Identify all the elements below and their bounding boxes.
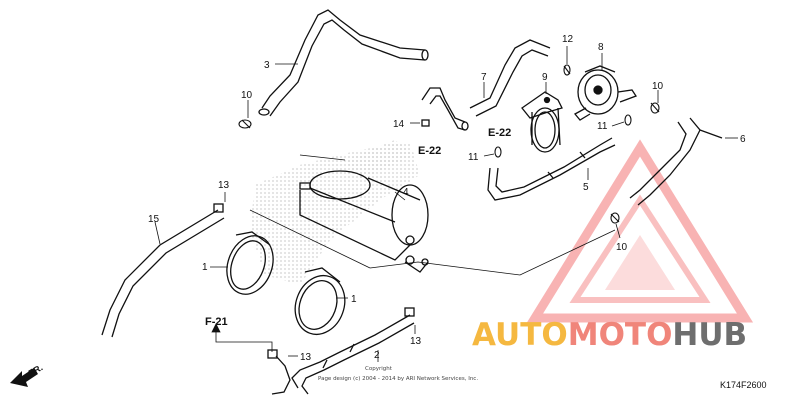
callout-hose-3: 3 <box>264 60 270 71</box>
band-1-right <box>294 267 346 336</box>
front-arrow-label: FR. <box>27 362 45 378</box>
ref-e22-left[interactable]: E-22 <box>418 145 441 157</box>
callout-clip-13-mid: 13 <box>410 336 422 347</box>
callout-band-1-left: 1 <box>202 262 208 273</box>
band-1-left <box>226 231 274 295</box>
callout-clip-10-right: 10 <box>616 242 628 253</box>
callout-clip-13-bottom: 13 <box>300 352 312 363</box>
callout-hose-6: 6 <box>740 134 746 145</box>
clip-10-top-right <box>650 102 660 114</box>
ref-e22-right[interactable]: E-22 <box>488 127 511 139</box>
callout-clip-13-top: 13 <box>218 180 230 191</box>
ref-f21[interactable]: F-21 <box>205 316 228 328</box>
callout-clip-10-top-left: 10 <box>241 90 253 101</box>
joint-14 <box>421 87 469 131</box>
callout-valve-8: 8 <box>598 42 604 53</box>
callout-band-1-right: 1 <box>351 294 357 305</box>
callout-clip-11-lower: 11 <box>468 152 479 163</box>
callout-hose-7: 7 <box>481 72 487 83</box>
diagram-code: K174F2600 <box>720 380 767 390</box>
callout-band-9: 9 <box>542 72 548 83</box>
front-arrow: FR. <box>10 362 44 387</box>
hose-6 <box>629 117 723 206</box>
clip-12 <box>563 64 571 76</box>
copyright-line-1: Copyright <box>365 366 393 372</box>
band-bracket-9 <box>521 91 563 153</box>
canister-4 <box>299 170 429 273</box>
clip-10-right <box>610 212 620 224</box>
watermark-hub: HUB <box>672 317 747 353</box>
clip-11-upper <box>624 114 632 126</box>
callout-joint-14: 14 <box>393 119 405 130</box>
callout-clip-11-upper: 11 <box>597 121 608 132</box>
callout-clip-10-top-right: 10 <box>652 81 664 92</box>
leader-lines <box>154 46 738 362</box>
callout-hose-2: 2 <box>374 350 380 361</box>
valve-8 <box>573 65 637 121</box>
hose-15 <box>101 203 225 338</box>
hose-3 <box>258 9 429 117</box>
watermark-text: AUTOMOTOHUB <box>472 317 747 353</box>
callout-canister-4: 4 <box>403 187 409 198</box>
svg-text:AUTOMOTOHUB: AUTOMOTOHUB <box>472 317 747 353</box>
hose-7 <box>469 39 551 117</box>
frame-hatch <box>250 140 420 285</box>
copyright-line-2: Page design (c) 2004 - 2014 by ARI Netwo… <box>318 376 478 382</box>
watermark-moto: MOTO <box>568 317 673 353</box>
clip-10-top-left <box>238 119 252 129</box>
watermark-auto: AUTO <box>472 317 568 353</box>
hose-2 <box>267 307 415 395</box>
callout-clip-12: 12 <box>562 34 574 45</box>
watermark-logo <box>526 139 754 323</box>
clip-11-lower <box>494 146 502 158</box>
callout-hose-5: 5 <box>583 182 589 193</box>
callout-hose-15: 15 <box>148 214 160 225</box>
hose-5 <box>487 137 616 201</box>
